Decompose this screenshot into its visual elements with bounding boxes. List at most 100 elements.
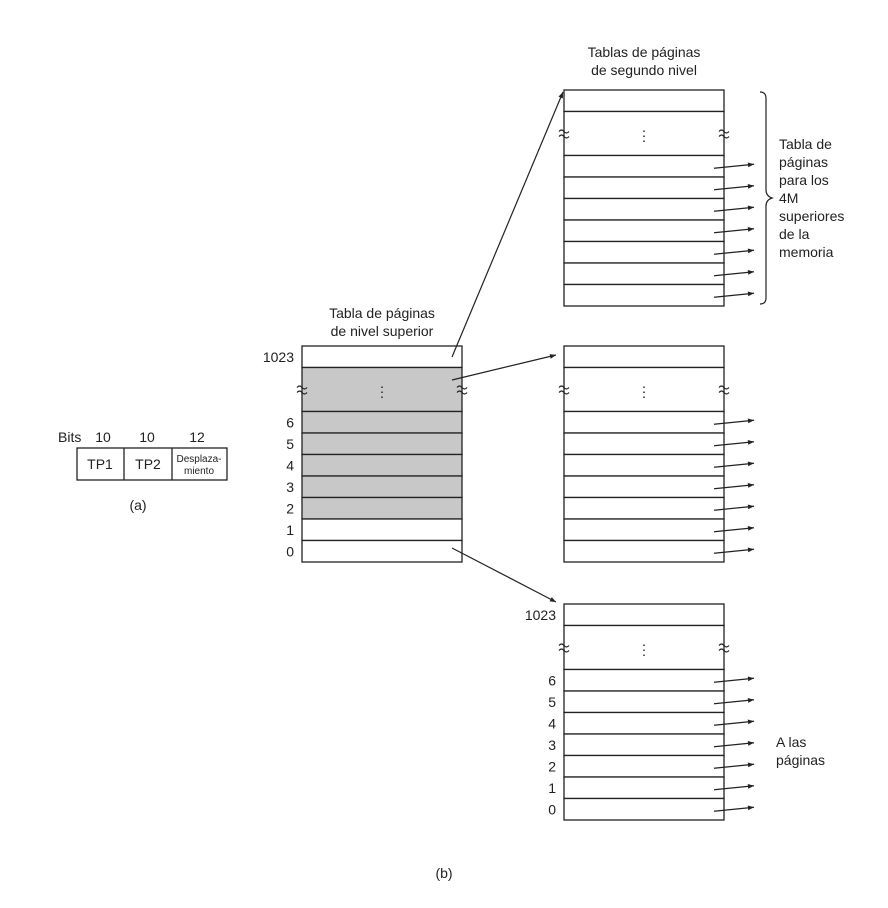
row-index-label: 6 bbox=[548, 672, 556, 688]
offset-bits: 12 bbox=[189, 429, 205, 445]
row-index-label: 6 bbox=[286, 414, 294, 430]
break-mark-icon bbox=[558, 643, 570, 653]
page-pointer-arrow bbox=[713, 205, 755, 212]
table-entry bbox=[563, 733, 725, 757]
row-index-label: 1 bbox=[548, 780, 556, 796]
arrow-to-middle-table bbox=[451, 354, 557, 381]
row-index-label: 0 bbox=[286, 543, 294, 559]
second-level-title-2: de segundo nivel bbox=[591, 62, 697, 78]
table-entry bbox=[563, 345, 725, 369]
row-index-label: 1023 bbox=[525, 607, 556, 623]
page-pointer-arrow bbox=[713, 676, 755, 683]
ellipsis-row bbox=[563, 110, 725, 157]
pages-label-line: páginas bbox=[776, 752, 825, 768]
brace bbox=[759, 91, 774, 305]
break-mark-icon bbox=[296, 385, 308, 395]
address-format: Bits 10 10 12 TP1 TP2 Desplaza- miento (… bbox=[58, 429, 228, 513]
page-pointer-arrow bbox=[713, 547, 755, 554]
table-entry bbox=[563, 176, 725, 200]
arrow-1023-to-top-table bbox=[451, 91, 564, 358]
brace-label-line: para los bbox=[779, 172, 829, 188]
second-level-table-middle: ⋮ bbox=[558, 345, 755, 563]
page-pointer-arrow bbox=[713, 183, 755, 191]
page-pointer-arrow bbox=[713, 439, 755, 447]
table-entry bbox=[563, 797, 725, 821]
page-pointer-arrow bbox=[713, 740, 755, 748]
brace-label-line: Tabla de bbox=[779, 136, 832, 152]
page-pointer-arrow bbox=[713, 461, 755, 468]
ellipsis-row bbox=[563, 624, 725, 671]
page-pointer-arrow bbox=[713, 504, 755, 511]
page-pointer-arrow bbox=[713, 482, 755, 490]
table-entry bbox=[301, 539, 463, 563]
break-mark-icon bbox=[558, 129, 570, 139]
row-index-label: 2 bbox=[286, 500, 294, 516]
table-entry bbox=[563, 453, 725, 477]
row-index-label: 5 bbox=[286, 436, 294, 452]
page-pointer-arrow bbox=[713, 269, 755, 277]
table-entry bbox=[301, 453, 463, 477]
ellipsis: ⋮ bbox=[637, 128, 651, 144]
page-pointer-arrow bbox=[713, 697, 755, 705]
page-pointer-arrow bbox=[713, 418, 755, 425]
page-pointer-arrow bbox=[713, 805, 755, 812]
brace-label-line: de la bbox=[779, 226, 810, 242]
table-entry bbox=[563, 603, 725, 627]
table-entry bbox=[301, 496, 463, 520]
table-entry bbox=[563, 432, 725, 456]
table-entry bbox=[301, 475, 463, 499]
brace-label-line: 4M bbox=[779, 190, 798, 206]
table-entry bbox=[301, 410, 463, 434]
tp2-bits: 10 bbox=[139, 429, 155, 445]
break-mark-icon bbox=[718, 643, 730, 653]
table-entry bbox=[563, 240, 725, 264]
ellipsis: ⋮ bbox=[637, 642, 651, 658]
table-entry bbox=[301, 345, 463, 369]
table-entry bbox=[563, 754, 725, 778]
ellipsis: ⋮ bbox=[375, 384, 389, 400]
caption-a: (a) bbox=[129, 497, 146, 513]
table-entry bbox=[563, 154, 725, 178]
table-entry bbox=[563, 668, 725, 692]
table-entry bbox=[563, 776, 725, 800]
page-pointer-arrow bbox=[713, 762, 755, 769]
caption-b: (b) bbox=[435, 865, 452, 881]
table-entry bbox=[563, 518, 725, 542]
table-entry bbox=[563, 262, 725, 286]
brace-label-line: memoria bbox=[779, 244, 834, 260]
break-mark-icon bbox=[718, 385, 730, 395]
ellipsis-row bbox=[301, 366, 463, 413]
offset-field-line2: miento bbox=[184, 466, 214, 477]
top-table-title-2: de nivel superior bbox=[331, 323, 434, 339]
offset-field-line1: Desplaza- bbox=[176, 454, 221, 465]
row-index-label: 1 bbox=[286, 522, 294, 538]
break-mark-icon bbox=[558, 385, 570, 395]
tp1-field: TP1 bbox=[87, 456, 113, 472]
page-pointer-arrow bbox=[713, 162, 755, 169]
row-index-label: 3 bbox=[286, 479, 294, 495]
row-index-label: 4 bbox=[286, 457, 294, 473]
table-entry bbox=[563, 475, 725, 499]
second-level-table-top: ⋮ bbox=[558, 89, 755, 307]
table-entry bbox=[563, 197, 725, 221]
page-pointer-arrow bbox=[713, 248, 755, 255]
table-entry bbox=[563, 219, 725, 243]
brace-label-line: páginas bbox=[779, 154, 828, 170]
break-mark-icon bbox=[718, 129, 730, 139]
top-table-title-1: Tabla de páginas bbox=[329, 305, 435, 321]
arrow-0-to-bottom-table bbox=[451, 547, 557, 603]
tp1-bits: 10 bbox=[95, 429, 111, 445]
second-level-title-1: Tablas de páginas bbox=[588, 44, 701, 60]
row-index-label: 2 bbox=[548, 758, 556, 774]
page-pointer-arrow bbox=[713, 525, 755, 533]
page-pointer-arrow bbox=[713, 226, 755, 234]
table-entry bbox=[563, 690, 725, 714]
page-pointer-arrow bbox=[713, 291, 755, 298]
row-index-label: 3 bbox=[548, 737, 556, 753]
page-pointer-arrow bbox=[713, 783, 755, 791]
ellipsis-row bbox=[563, 366, 725, 413]
